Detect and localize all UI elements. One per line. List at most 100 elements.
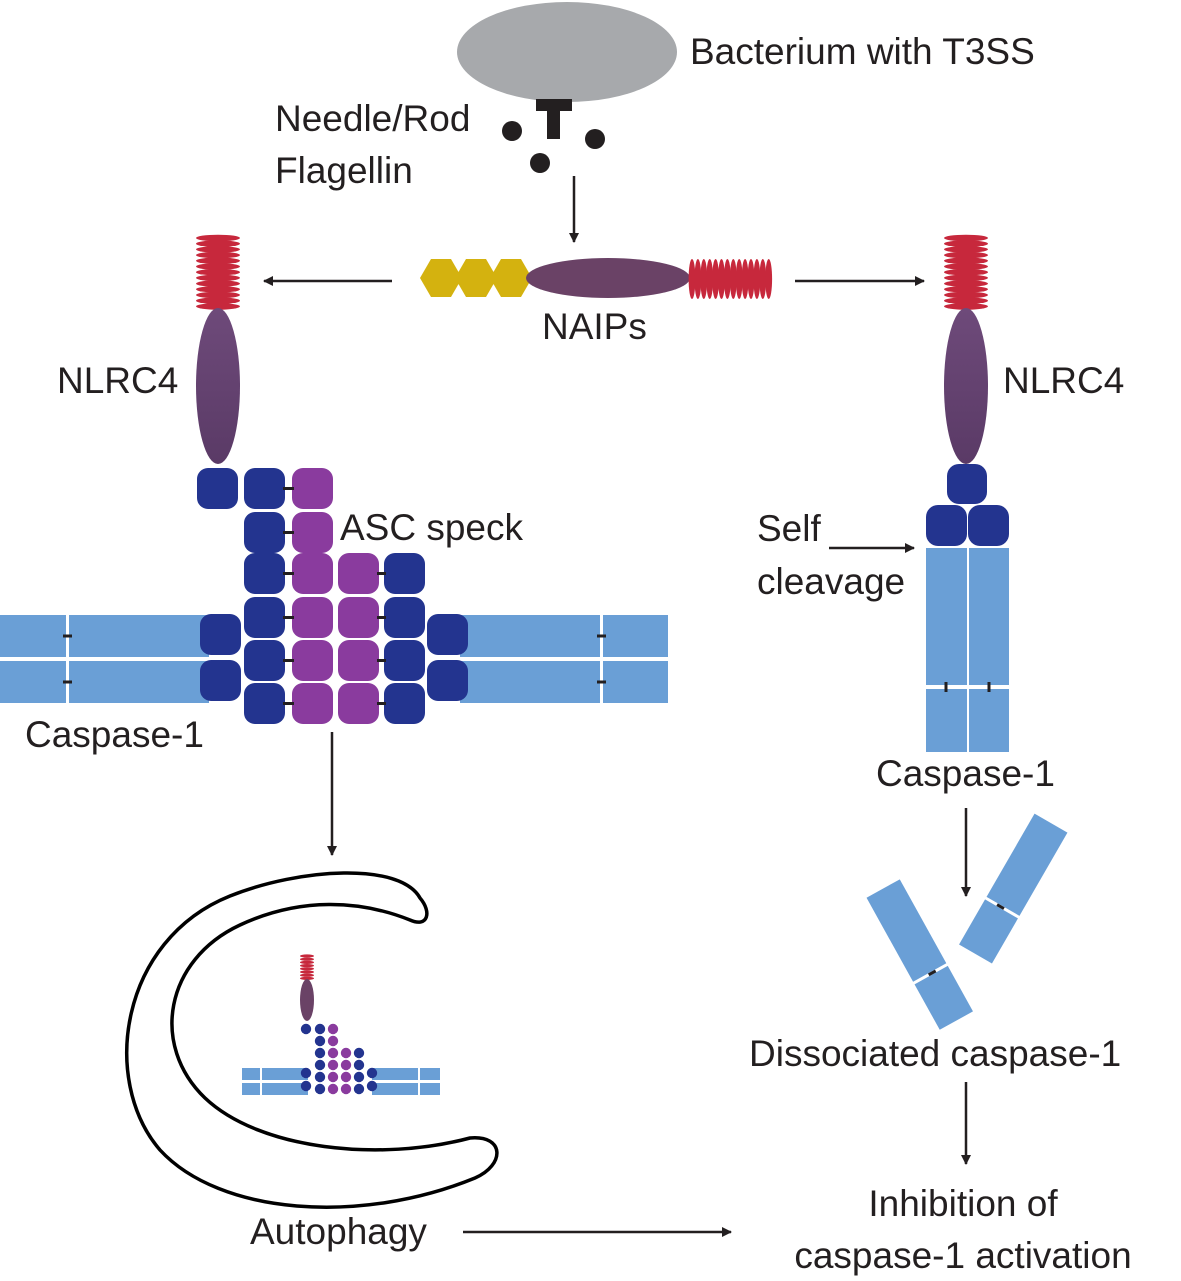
nlrc4-right-label: NLRC4 xyxy=(1003,360,1124,401)
caspase-subunit xyxy=(0,661,66,703)
bir-domain xyxy=(455,259,497,297)
ligand-dot xyxy=(530,153,550,173)
lrr-repeat xyxy=(944,286,988,293)
lrr-repeat xyxy=(944,280,988,287)
lrr-repeat xyxy=(706,259,714,299)
ligand-dot xyxy=(502,121,522,141)
asc-card-domain xyxy=(200,660,241,701)
asc-card-domain xyxy=(292,640,333,681)
lrr-repeat xyxy=(196,303,240,310)
asc-card-domain xyxy=(314,1083,326,1095)
asc-card-domain xyxy=(353,1083,365,1095)
inhibition-label-line1: Inhibition of xyxy=(868,1183,1058,1224)
asc-card-domain xyxy=(384,553,425,594)
lrr-repeat xyxy=(196,246,240,253)
asc-card-domain xyxy=(427,614,468,655)
lrr-repeat xyxy=(694,259,702,299)
asc-card-domain xyxy=(353,1047,365,1059)
asc-card-domain xyxy=(244,512,285,553)
lrr-repeat xyxy=(759,259,767,299)
asc-card-domain xyxy=(384,640,425,681)
bir-domain xyxy=(420,259,462,297)
asc-card-domain xyxy=(340,1083,352,1095)
caspase-subunit xyxy=(420,1083,440,1095)
caspase-subunit xyxy=(0,615,66,657)
caspase-subunit xyxy=(603,661,668,703)
nlrc4-nod-domain xyxy=(196,308,240,464)
bacterium-label: Bacterium with T3SS xyxy=(690,31,1035,72)
asc-card-domain xyxy=(292,553,333,594)
engulfed-inflammasome xyxy=(242,954,440,1095)
t3ss-needle-stalk xyxy=(547,99,560,139)
lrr-repeat xyxy=(944,297,988,305)
asc-card-domain xyxy=(244,468,285,509)
right-nlrc4 xyxy=(926,234,1009,752)
lrr-repeat xyxy=(944,263,988,270)
lrr-repeat xyxy=(765,259,773,299)
lrr-repeat xyxy=(944,303,988,310)
caspase-subunit xyxy=(372,1068,418,1080)
lrr-repeat xyxy=(196,274,240,282)
asc-card-domain xyxy=(292,597,333,638)
caspase-subunit xyxy=(242,1083,260,1095)
caspase-1-filaments-left xyxy=(0,615,668,703)
lrr-repeat xyxy=(735,259,743,299)
autophagy-label: Autophagy xyxy=(250,1211,427,1252)
asc-card-domain xyxy=(197,468,238,509)
lrr-repeat xyxy=(944,240,988,247)
lrr-repeat xyxy=(944,274,988,282)
asc-card-domain xyxy=(314,1047,326,1059)
asc-card-domain xyxy=(384,683,425,724)
asc-card-domain xyxy=(338,553,379,594)
lrr-repeat xyxy=(712,259,719,299)
asc-card-domain xyxy=(200,614,241,655)
caspase-1-left-label: Caspase-1 xyxy=(25,714,204,755)
self-cleavage-label-line1: Self xyxy=(757,508,821,549)
lrr-repeat xyxy=(753,259,761,299)
asc-speck-label: ASC speck xyxy=(340,507,524,548)
self-cleavage-label-line2: cleavage xyxy=(757,561,905,602)
asc-card-domain xyxy=(314,1035,326,1047)
asc-card-domain xyxy=(292,512,333,553)
ligand-dot xyxy=(585,129,605,149)
lrr-repeat xyxy=(944,251,988,259)
lrr-repeat xyxy=(729,259,737,299)
lrr-repeat xyxy=(196,234,240,242)
lrr-repeat xyxy=(300,964,314,968)
lrr-repeat xyxy=(300,967,314,971)
lrr-repeat xyxy=(747,259,755,299)
caspase-subunit xyxy=(460,615,600,657)
lrr-repeat xyxy=(196,268,240,276)
lrr-repeat xyxy=(741,259,749,299)
asc-card-domain xyxy=(338,640,379,681)
lrr-repeat xyxy=(196,286,240,293)
nlrc4-nod-domain xyxy=(944,308,988,464)
naip-lrr-domain xyxy=(688,259,773,299)
lrr-repeat xyxy=(944,291,988,299)
caspase-small-subunit xyxy=(926,689,967,752)
caspase-subunit xyxy=(262,1068,308,1080)
asc-card-domain xyxy=(314,1071,326,1083)
autophagosome-membrane xyxy=(125,871,499,1209)
lrr-repeat xyxy=(196,291,240,299)
lrr-repeat xyxy=(944,257,988,265)
asc-card-domain xyxy=(366,1080,378,1092)
asc-card-domain xyxy=(327,1035,339,1047)
asc-card-domain xyxy=(292,683,333,724)
lrr-repeat xyxy=(944,234,988,242)
caspase-subunit xyxy=(420,1068,440,1080)
asc-card-domain xyxy=(327,1059,339,1071)
lrr-repeat xyxy=(196,251,240,259)
caspase-large-subunit xyxy=(969,548,1009,685)
caspase-card xyxy=(968,505,1009,546)
asc-card-domain xyxy=(300,1023,312,1035)
asc-card-domain xyxy=(244,553,285,594)
asc-card-domain xyxy=(384,597,425,638)
dissociated-label: Dissociated caspase-1 xyxy=(749,1033,1121,1074)
lrr-repeat xyxy=(944,268,988,276)
left-nlrc4 xyxy=(196,234,240,464)
caspase-fragment-right xyxy=(959,813,1068,964)
lrr-repeat xyxy=(300,954,314,958)
flagellin-label: Flagellin xyxy=(275,150,413,191)
